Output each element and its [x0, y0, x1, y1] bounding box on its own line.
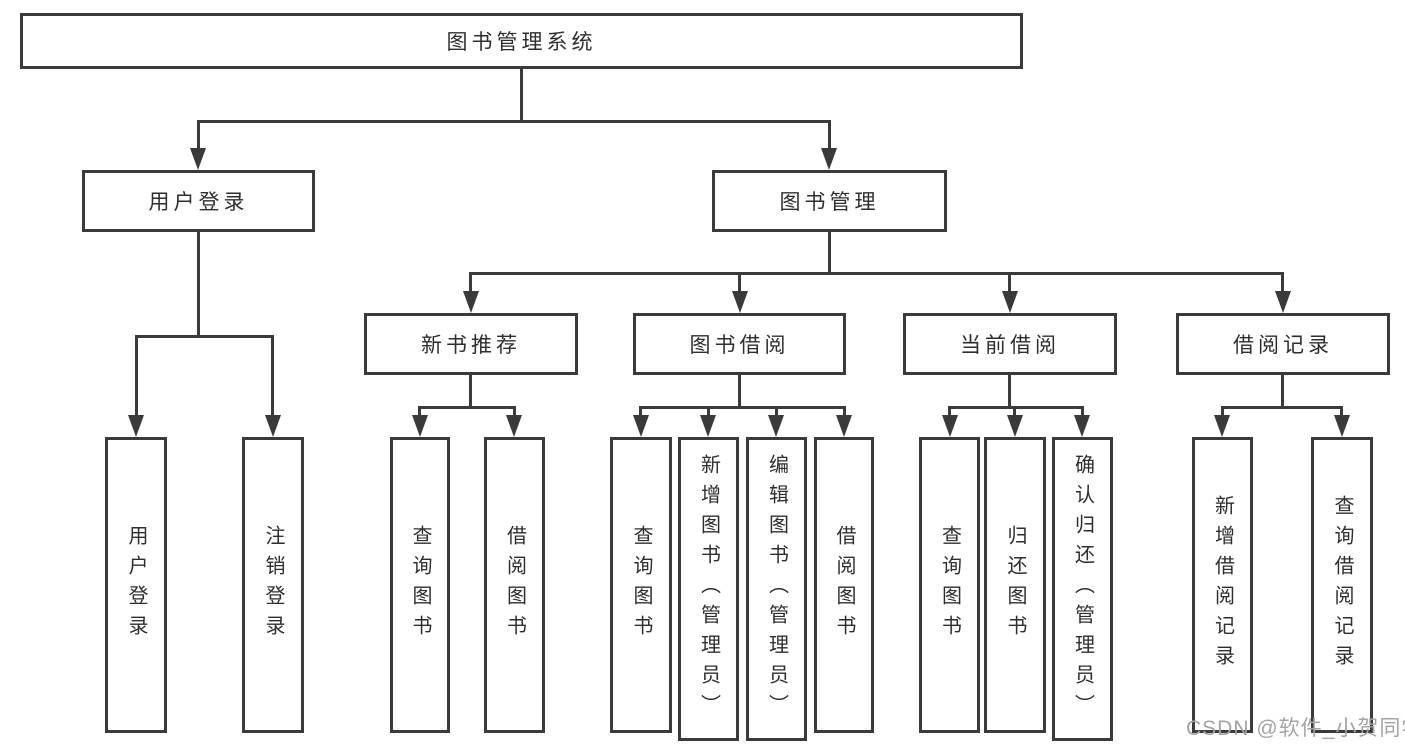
leaf-logout: 注销登录 — [242, 437, 304, 733]
leaf-query-books-recommend: 查询图书 — [390, 437, 450, 733]
connector-bw-leaf4 — [843, 406, 846, 419]
arrow-to-user-login — [190, 148, 206, 170]
node-book-management: 图书管理 — [712, 170, 947, 232]
leaf-query-books-current-label: 查询图书 — [938, 525, 961, 645]
connector-rc-leaf2 — [1340, 406, 1343, 419]
node-user-login-label: 用户登录 — [148, 191, 249, 214]
arrow-bw-leaf4 — [836, 415, 852, 437]
leaf-add-books-admin: 新增图书（管理员） — [678, 437, 739, 741]
node-borrow-records: 借阅记录 — [1176, 313, 1390, 375]
connector-records-branch — [1221, 406, 1343, 409]
arrow-to-book-management — [821, 148, 837, 170]
leaf-add-borrow-record: 新增借阅记录 — [1192, 437, 1253, 733]
leaf-borrow-books-recommend: 借阅图书 — [484, 437, 545, 733]
arrow-rc-leaf1 — [1214, 415, 1230, 437]
connector-login-stem — [197, 232, 200, 335]
connector-nb-leaf2 — [513, 406, 516, 419]
connector-mgmt-branch — [470, 272, 1283, 275]
connector-to-current — [1008, 272, 1011, 295]
leaf-add-borrow-record-label: 新增借阅记录 — [1211, 495, 1234, 675]
csdn-watermark: CSDN @软件_小贺同学 — [1186, 717, 1405, 740]
leaf-query-books-borrowing-label: 查询图书 — [630, 525, 652, 645]
node-library-system-label: 图书管理系统 — [446, 31, 597, 54]
arrow-cb-leaf1 — [942, 415, 958, 437]
connector-bw-leaf1 — [639, 406, 642, 419]
connector-newbooks-branch — [418, 406, 516, 409]
node-borrow-records-label: 借阅记录 — [1233, 334, 1333, 357]
arrow-nb-leaf2 — [506, 415, 522, 437]
leaf-borrow-books-borrowing-label: 借阅图书 — [833, 525, 855, 645]
leaf-logout-label: 注销登录 — [262, 525, 284, 645]
leaf-edit-books-admin-label: 编辑图书（管理员） — [765, 454, 788, 724]
leaf-user-login: 用户登录 — [105, 437, 167, 733]
leaf-confirm-return-admin-label: 确认归还（管理员） — [1071, 454, 1094, 724]
arrow-rc-leaf2 — [1334, 415, 1350, 437]
leaf-edit-books-admin: 编辑图书（管理员） — [746, 437, 807, 741]
connector-to-user-login — [197, 120, 200, 152]
connector-to-new-books — [469, 272, 472, 295]
connector-login-branch — [135, 335, 274, 338]
arrow-cb-leaf3 — [1074, 415, 1090, 437]
arrow-to-leaf-user-login — [128, 415, 144, 437]
node-new-book-recommend-label: 新书推荐 — [421, 334, 521, 357]
connector-nb-leaf1 — [418, 406, 421, 419]
node-user-login: 用户登录 — [82, 170, 315, 232]
connector-borrowing-stem — [738, 375, 741, 406]
leaf-user-login-label: 用户登录 — [125, 525, 147, 645]
leaf-borrow-books-borrowing: 借阅图书 — [814, 437, 874, 733]
connector-to-leaf-user-login — [135, 335, 138, 419]
leaf-query-books-recommend-label: 查询图书 — [409, 525, 431, 645]
leaf-return-books-label: 归还图书 — [1004, 525, 1026, 645]
leaf-query-borrow-record-label: 查询借阅记录 — [1331, 495, 1353, 675]
connector-cb-leaf3 — [1081, 406, 1084, 419]
connector-to-book-management — [828, 120, 831, 152]
arrow-to-new-books — [463, 291, 479, 313]
node-library-system: 图书管理系统 — [20, 13, 1023, 69]
leaf-query-borrow-record: 查询借阅记录 — [1311, 437, 1373, 733]
arrow-to-borrowing — [732, 291, 748, 313]
arrow-cb-leaf2 — [1007, 415, 1023, 437]
connector-to-borrowing — [738, 272, 741, 295]
connector-bw-leaf3 — [775, 406, 778, 419]
connector-to-leaf-logout — [271, 335, 274, 419]
connector-current-stem — [1008, 375, 1011, 406]
connector-newbooks-stem — [469, 375, 472, 406]
node-current-borrowing-label: 当前借阅 — [960, 334, 1060, 357]
connector-cb-leaf1 — [948, 406, 951, 419]
node-book-borrowing-label: 图书借阅 — [689, 334, 790, 357]
connector-bw-leaf2 — [707, 406, 710, 419]
connector-mgmt-stem — [828, 232, 831, 272]
arrow-to-current — [1002, 291, 1018, 313]
leaf-query-books-current: 查询图书 — [919, 437, 980, 733]
arrow-to-records — [1275, 291, 1291, 313]
node-book-management-label: 图书管理 — [779, 191, 880, 214]
connector-to-records — [1281, 272, 1284, 295]
leaf-add-books-admin-label: 新增图书（管理员） — [697, 454, 720, 724]
arrow-to-leaf-logout — [265, 415, 281, 437]
arrow-bw-leaf1 — [633, 415, 649, 437]
node-book-borrowing: 图书借阅 — [633, 313, 846, 375]
connector-root-stem — [520, 69, 523, 120]
leaf-borrow-books-recommend-label: 借阅图书 — [503, 525, 526, 645]
arrow-bw-leaf2 — [700, 415, 716, 437]
connector-borrowing-branch — [639, 406, 844, 409]
connector-rc-leaf1 — [1221, 406, 1224, 419]
arrow-bw-leaf3 — [768, 415, 784, 437]
node-new-book-recommend: 新书推荐 — [364, 313, 578, 375]
leaf-confirm-return-admin: 确认归还（管理员） — [1052, 437, 1113, 741]
arrow-nb-leaf1 — [412, 415, 428, 437]
leaf-return-books: 归还图书 — [984, 437, 1046, 733]
connector-records-stem — [1281, 375, 1284, 406]
leaf-query-books-borrowing: 查询图书 — [610, 437, 672, 733]
node-current-borrowing: 当前借阅 — [903, 313, 1117, 375]
connector-root-branch — [197, 120, 831, 123]
connector-cb-leaf2 — [1013, 406, 1016, 419]
